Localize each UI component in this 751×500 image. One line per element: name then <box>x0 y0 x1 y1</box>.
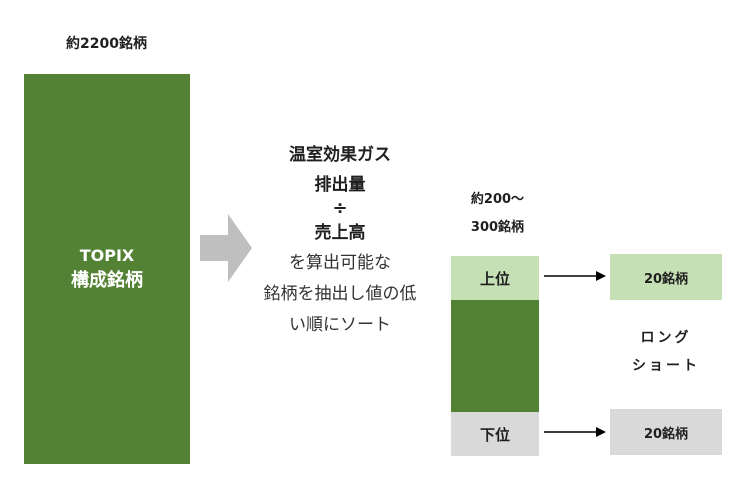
long-short-label: ロング ショート <box>610 324 722 380</box>
short-label: ショート <box>632 358 700 374</box>
process-arrow-icon <box>200 214 252 282</box>
upper-arrow-icon <box>544 271 606 281</box>
lower-arrow-icon <box>544 427 606 437</box>
lower-rank-label: 下位 <box>479 425 510 444</box>
universe-count-label: 約2200銘柄 <box>66 36 147 52</box>
long-label: ロング <box>640 330 692 346</box>
formula-numerator-line2: 排出量 <box>314 175 366 195</box>
formula-desc-line: を算出可能な <box>289 253 391 273</box>
ranked-stack: 上位 下位 <box>451 256 539 456</box>
formula-denominator: 売上高 <box>314 223 366 243</box>
upper-rank-label: 上位 <box>479 269 510 288</box>
lower-rank-segment: 下位 <box>451 412 539 456</box>
constituents-label: 構成銘柄 <box>71 270 143 291</box>
formula-numerator: 温室効果ガス <box>289 145 391 165</box>
intensity-formula: 温室効果ガス 排出量 ÷ 売上高 を算出可能な 銘柄を抽出し値の低 い順にソート <box>240 140 440 341</box>
long-count-label: 20銘柄 <box>643 271 689 287</box>
divide-symbol: ÷ <box>332 198 348 219</box>
long-result-box: 20銘柄 <box>610 254 722 300</box>
selection-count-label: 約200～ 300銘柄 <box>455 186 540 242</box>
topix-universe-box: TOPIX 構成銘柄 <box>24 74 190 464</box>
middle-rank-segment <box>451 300 539 412</box>
topix-label: TOPIX <box>79 246 135 265</box>
short-result-box: 20銘柄 <box>610 409 722 455</box>
formula-desc-line: 銘柄を抽出し値の低 <box>263 284 417 304</box>
selection-count-line2: 300銘柄 <box>470 220 525 235</box>
upper-rank-segment: 上位 <box>451 256 539 300</box>
formula-desc-line: い順にソート <box>289 315 391 335</box>
short-count-label: 20銘柄 <box>643 426 689 442</box>
selection-count-line1: 約200～ <box>470 192 525 207</box>
